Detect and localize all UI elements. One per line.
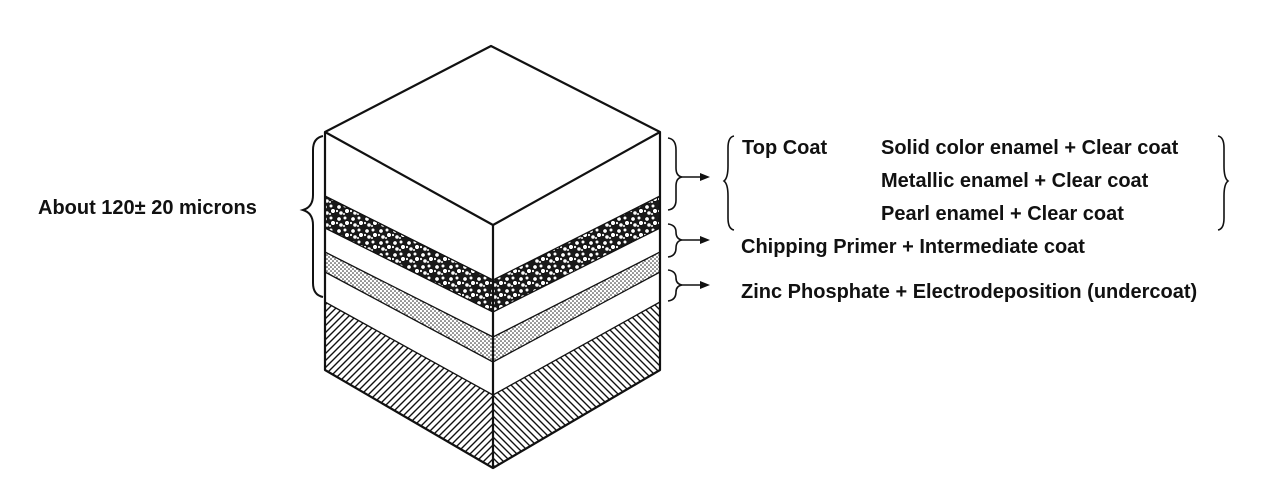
top-coat-right-face — [493, 132, 660, 280]
undercoat-label: Zinc Phosphate + Electrodeposition (unde… — [741, 281, 1198, 303]
chipping-primer-arrow-icon — [700, 236, 710, 244]
thickness-label: About 120± 20 microns — [38, 197, 257, 219]
top-coat-option-solid: Solid color enamel + Clear coat — [881, 137, 1179, 159]
intermediate-band-right — [493, 228, 660, 337]
zinc-phosphate-layer-left — [325, 252, 493, 362]
substrate-left-face — [325, 302, 493, 468]
electrodeposition-band-right — [493, 272, 660, 395]
undercoat-arrow-icon — [700, 281, 710, 289]
top-coat-left-face — [325, 132, 493, 280]
zinc-phosphate-layer-right — [493, 252, 660, 362]
top-coat-top-face — [325, 46, 660, 225]
chipping-primer-label: Chipping Primer + Intermediate coat — [741, 236, 1085, 258]
undercoat-bracket — [667, 269, 683, 302]
thickness-brace — [299, 135, 324, 298]
electrodeposition-band-left — [325, 272, 493, 395]
top-coat-options-open-bracket — [722, 135, 735, 231]
top-coat-arrow-icon — [700, 173, 710, 181]
substrate-right-face — [493, 302, 660, 468]
intermediate-band-left — [325, 228, 493, 337]
top-coat-option-pearl: Pearl enamel + Clear coat — [881, 203, 1124, 225]
top-coat-option-metallic: Metallic enamel + Clear coat — [881, 170, 1149, 192]
chipping-primer-bracket — [667, 223, 683, 258]
top-coat-bracket — [667, 137, 683, 211]
chipping-primer-layer-left — [325, 196, 493, 312]
layered-cube — [323, 44, 662, 470]
top-coat-options-close-bracket — [1217, 135, 1230, 231]
chipping-primer-layer-right — [493, 196, 660, 312]
top-coat-label: Top Coat — [742, 137, 828, 159]
